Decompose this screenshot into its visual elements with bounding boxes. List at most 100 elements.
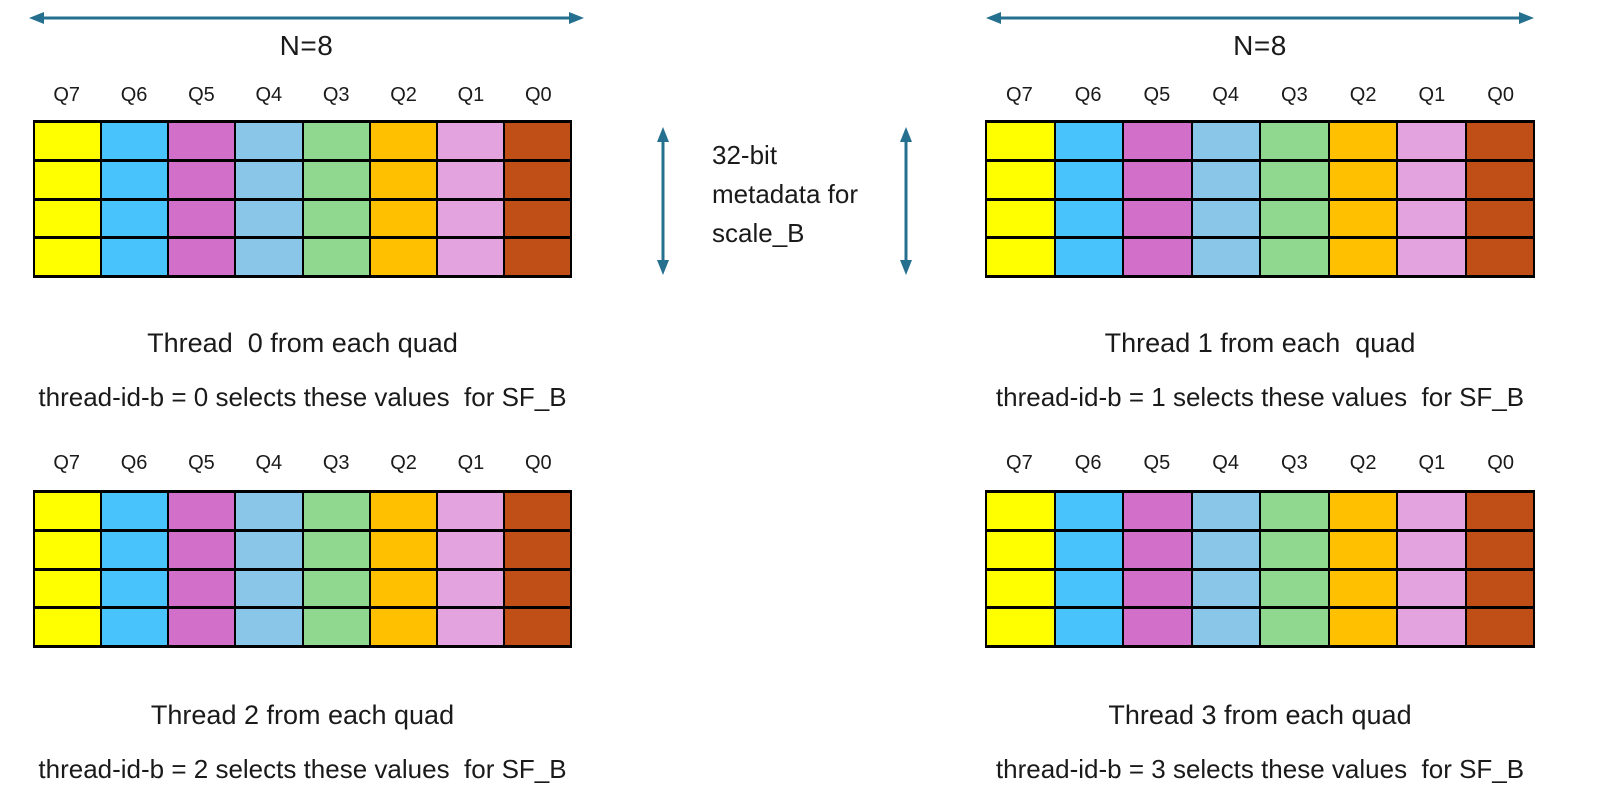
grid-cell-q5-row3 bbox=[1124, 609, 1191, 645]
n-width-arrow bbox=[29, 12, 584, 24]
grid-cell-q2-row1 bbox=[1329, 161, 1396, 198]
grid-cell-q2-row2 bbox=[370, 570, 436, 607]
grid-cell-q2-row3 bbox=[1329, 609, 1396, 645]
quad-header-label: Q5 bbox=[1143, 84, 1171, 106]
grid-cell-q0-row3 bbox=[1466, 239, 1533, 275]
grid-cell-q3-row2 bbox=[1261, 570, 1328, 607]
metadata-annotation-line: scale_B bbox=[712, 218, 805, 248]
quad-header-label: Q4 bbox=[1212, 84, 1239, 106]
quad-header-label: Q1 bbox=[457, 452, 485, 474]
grid-cell-q3-row3 bbox=[1261, 239, 1328, 275]
grid-cell-q2-row0 bbox=[370, 493, 436, 529]
grid-cell-q3-row3 bbox=[303, 239, 369, 275]
metadata-annotation-line: 32-bit bbox=[712, 140, 778, 170]
grid-cell-q4-row2 bbox=[236, 570, 302, 607]
caption-thread-id: thread-id-b = 0 selects these values for… bbox=[38, 382, 567, 412]
grid-cell-q3-row3 bbox=[1261, 609, 1328, 645]
grid-cell-q7-row1 bbox=[987, 161, 1054, 198]
grid-cell-q4-row3 bbox=[1192, 609, 1259, 645]
grid-cell-q1-row3 bbox=[437, 609, 503, 645]
grid-cell-q4-row0 bbox=[1192, 123, 1259, 159]
grid-cell-q1-row1 bbox=[437, 161, 503, 198]
grid-cell-q6-row3 bbox=[102, 609, 168, 645]
quad-header-label: Q6 bbox=[1074, 452, 1102, 474]
grid-cell-q7-row1 bbox=[35, 531, 101, 568]
quad-header-label: Q0 bbox=[524, 452, 552, 474]
grid-cell-q4-row0 bbox=[1192, 493, 1259, 529]
grid-cell-q1-row0 bbox=[437, 493, 503, 529]
quad-header-label: Q1 bbox=[457, 84, 485, 106]
caption-thread-id: thread-id-b = 1 selects these values for… bbox=[995, 382, 1525, 412]
grid-cell-q6-row2 bbox=[1055, 570, 1122, 607]
quad-header-label: Q5 bbox=[1143, 452, 1171, 474]
grid-cell-q0-row2 bbox=[504, 570, 570, 607]
grid-cell-q7-row3 bbox=[987, 609, 1054, 645]
grid-cell-q4-row1 bbox=[1192, 161, 1259, 198]
metadata-height-arrow-left bbox=[657, 127, 669, 275]
quad-header-label: Q4 bbox=[255, 452, 283, 474]
grid-cell-q6-row2 bbox=[1055, 200, 1122, 237]
grid-cell-q7-row2 bbox=[987, 570, 1054, 607]
grid-cell-q2-row3 bbox=[370, 239, 436, 275]
grid-cell-q5-row3 bbox=[169, 609, 235, 645]
grid-cell-q3-row0 bbox=[303, 123, 369, 159]
grid-cell-q6-row3 bbox=[102, 239, 168, 275]
quad-header-label: Q0 bbox=[524, 84, 552, 106]
grid-cell-q4-row3 bbox=[1192, 239, 1259, 275]
n-width-arrow bbox=[986, 12, 1534, 24]
grid-cell-q0-row1 bbox=[1466, 531, 1533, 568]
grid-cell-q5-row2 bbox=[1124, 570, 1191, 607]
grid-cell-q0-row0 bbox=[504, 493, 570, 529]
grid-cell-q3-row0 bbox=[1261, 123, 1328, 159]
grid-cell-q6-row1 bbox=[1055, 161, 1122, 198]
grid-cell-q2-row1 bbox=[370, 161, 436, 198]
quad-header-label: Q7 bbox=[53, 84, 81, 106]
grid-cell-q6-row3 bbox=[1055, 609, 1122, 645]
quad-header-label: Q7 bbox=[53, 452, 81, 474]
grid-cell-q0-row0 bbox=[504, 123, 570, 159]
grid-cell-q0-row1 bbox=[504, 161, 570, 198]
grid-cell-q6-row3 bbox=[1055, 239, 1122, 275]
grid-cell-q4-row2 bbox=[1192, 570, 1259, 607]
grid-cell-q2-row0 bbox=[1329, 123, 1396, 159]
quad-header-label: Q5 bbox=[188, 452, 215, 474]
grid-cell-q6-row2 bbox=[102, 570, 168, 607]
grid-cell-q0-row0 bbox=[1466, 493, 1533, 529]
grid-cell-q0-row2 bbox=[504, 200, 570, 237]
grid-cell-q7-row2 bbox=[987, 200, 1054, 237]
grid-cell-q6-row0 bbox=[1055, 493, 1122, 529]
quad-header-label: Q0 bbox=[1487, 84, 1514, 106]
grid-cell-q1-row3 bbox=[1398, 239, 1465, 275]
grid-cell-q0-row0 bbox=[1466, 123, 1533, 159]
grid-cell-q2-row2 bbox=[1329, 200, 1396, 237]
grid-cell-q0-row2 bbox=[1466, 570, 1533, 607]
quad-header-label: Q2 bbox=[1349, 84, 1377, 106]
grid-cell-q6-row1 bbox=[102, 531, 168, 568]
grid-cell-q4-row3 bbox=[236, 609, 302, 645]
grid-cell-q3-row0 bbox=[1261, 493, 1328, 529]
quad-header-label: Q6 bbox=[120, 452, 148, 474]
grid-cell-q7-row3 bbox=[35, 609, 101, 645]
grid-cell-q4-row2 bbox=[1192, 200, 1259, 237]
grid-cell-q7-row0 bbox=[987, 123, 1054, 159]
grid-cell-q4-row0 bbox=[236, 493, 302, 529]
grid-cell-q2-row0 bbox=[370, 123, 436, 159]
grid-cell-q7-row0 bbox=[987, 493, 1054, 529]
caption-thread: Thread 3 from each quad bbox=[1108, 700, 1412, 730]
metadata-grid bbox=[985, 120, 1535, 278]
grid-cell-q3-row1 bbox=[1261, 531, 1328, 568]
grid-cell-q5-row2 bbox=[169, 570, 235, 607]
quad-header-label: Q3 bbox=[1281, 452, 1308, 474]
quad-header-label: Q3 bbox=[322, 84, 350, 106]
grid-cell-q6-row1 bbox=[1055, 531, 1122, 568]
grid-cell-q7-row3 bbox=[987, 239, 1054, 275]
metadata-annotation-line: metadata for bbox=[712, 179, 858, 209]
grid-cell-q4-row1 bbox=[236, 161, 302, 198]
grid-cell-q5-row0 bbox=[1124, 493, 1191, 529]
n-label: N=8 bbox=[279, 30, 334, 61]
grid-cell-q7-row3 bbox=[35, 239, 101, 275]
